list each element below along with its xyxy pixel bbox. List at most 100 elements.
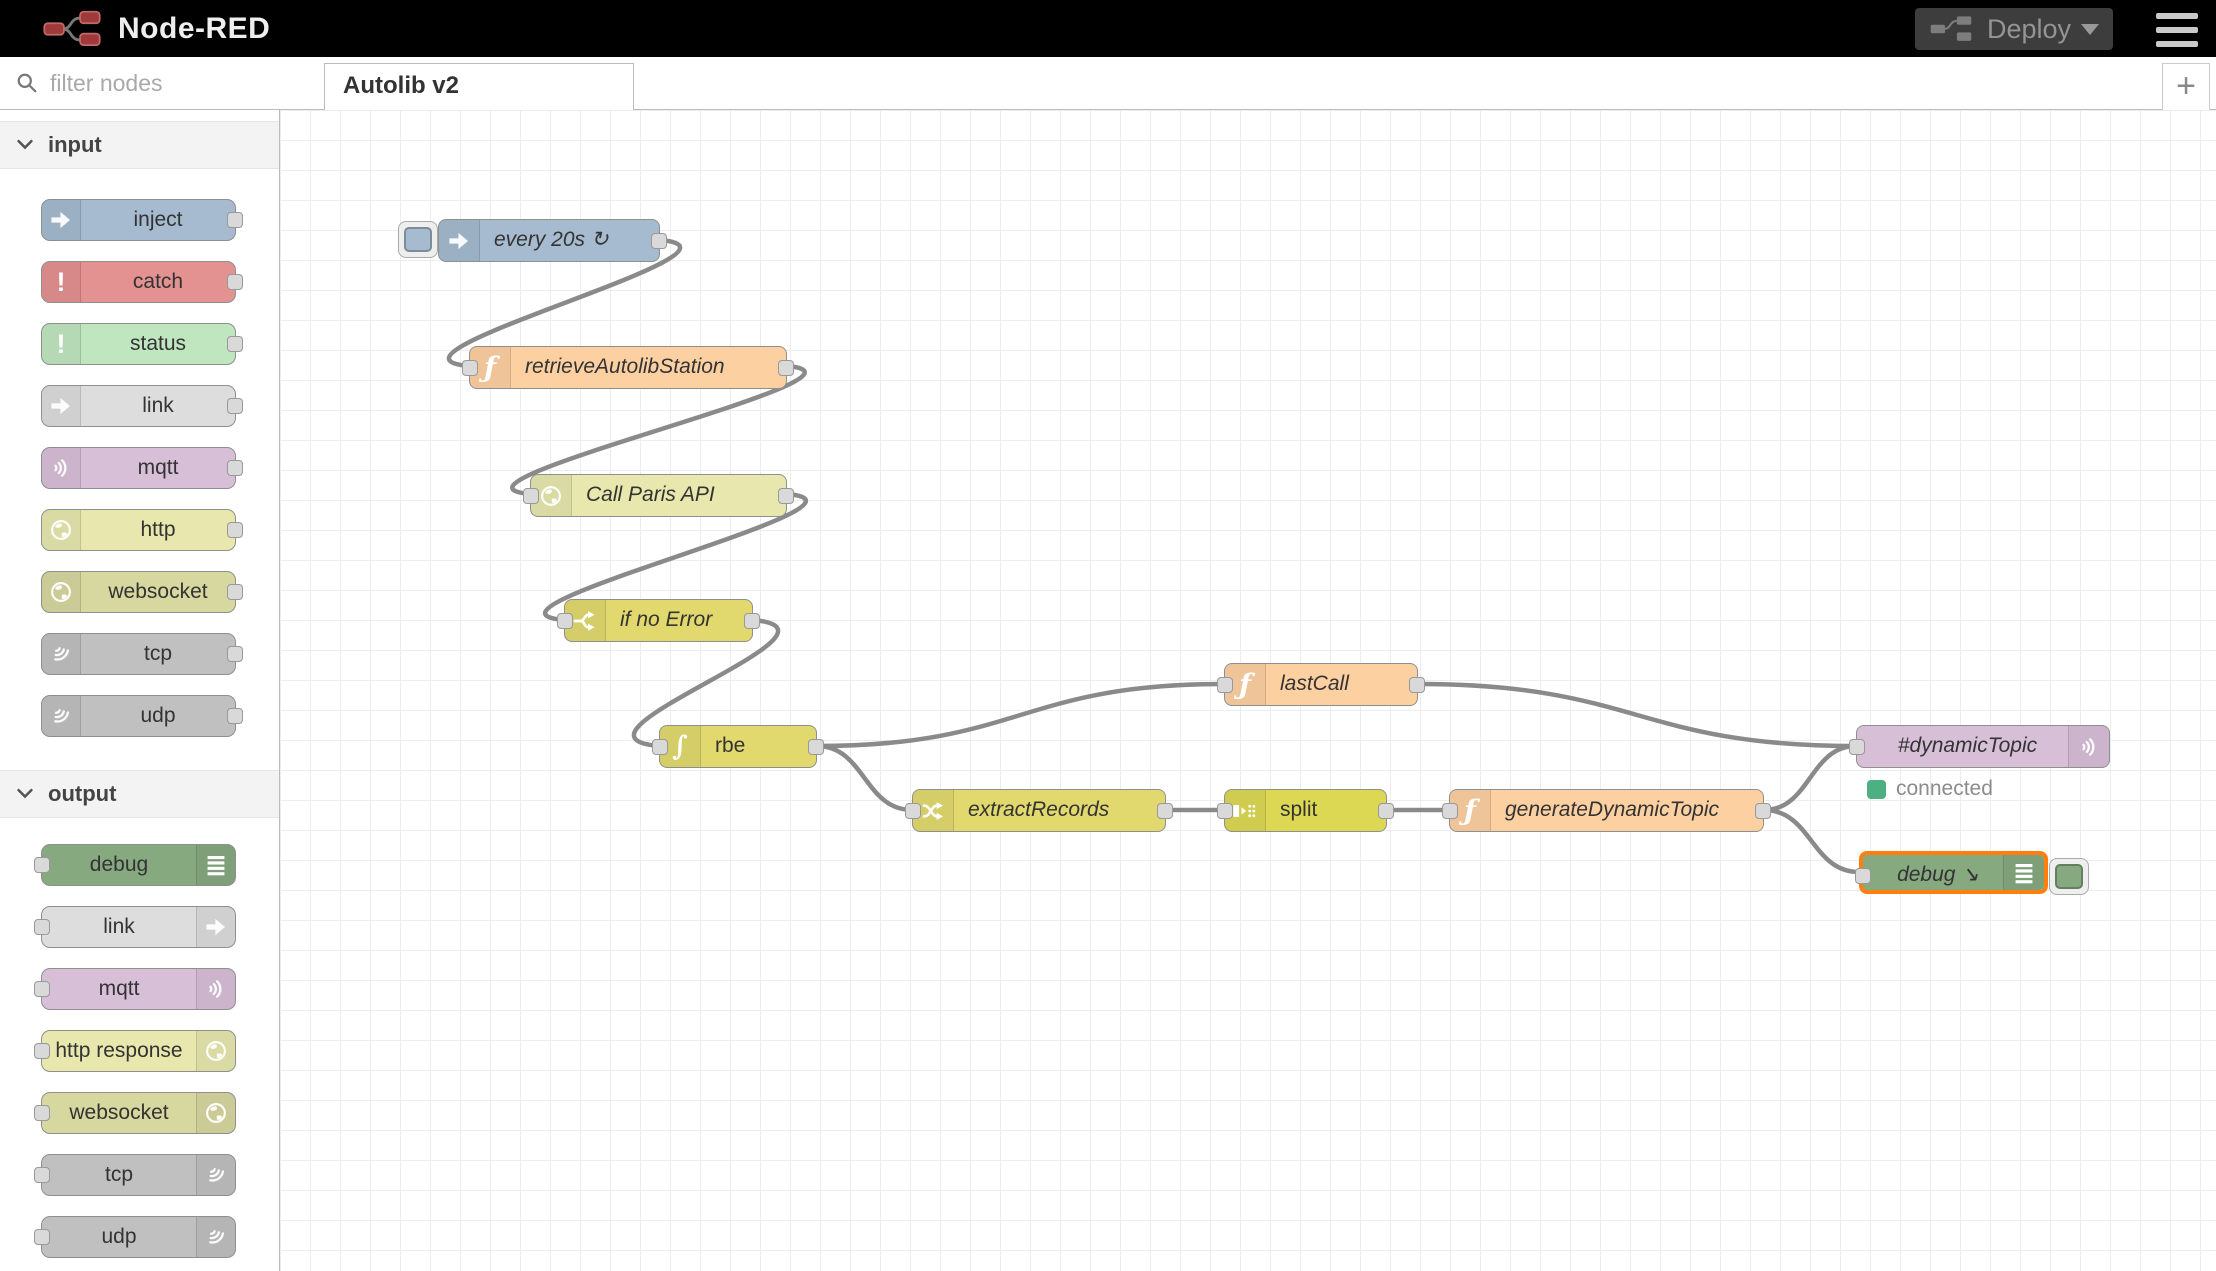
palette-node-label: inject [133, 208, 183, 231]
flow-node-call-paris-api[interactable]: Call Paris API [523, 474, 794, 517]
input-port[interactable] [1849, 739, 1865, 755]
input-port[interactable] [462, 360, 478, 376]
output-port[interactable] [808, 739, 824, 755]
palette-node-port [227, 646, 243, 662]
input-port[interactable] [652, 739, 668, 755]
flow-node-debug[interactable]: debug ↘ [1855, 851, 2089, 895]
palette-node-label: http [140, 518, 176, 541]
input-port[interactable] [557, 613, 573, 629]
palette-node-port [34, 919, 50, 935]
palette-node-tcp[interactable]: tcp [41, 633, 243, 675]
deploy-options-caret-icon[interactable] [2081, 23, 2099, 35]
wire[interactable] [510, 363, 807, 497]
node-red-logo-icon [43, 10, 101, 47]
flow-node-split[interactable]: split [1217, 789, 1394, 832]
category-header-input[interactable]: input [0, 121, 279, 169]
wifi-icon [42, 448, 81, 488]
output-port[interactable] [1157, 803, 1173, 819]
palette-search[interactable] [0, 57, 279, 109]
palette-node-link[interactable]: link [34, 906, 236, 948]
add-tab-button[interactable]: + [2162, 63, 2210, 110]
palette-node-label: udp [101, 1225, 137, 1248]
wire[interactable] [814, 681, 1227, 749]
input-port[interactable] [523, 488, 539, 504]
palette-node-label: udp [140, 704, 176, 727]
palette-node-port [34, 1167, 50, 1183]
palette-node-inject[interactable]: inject [41, 199, 243, 241]
arrow-icon [42, 386, 81, 426]
flow-node-rbe[interactable]: ∫rbe [652, 725, 824, 768]
wire[interactable] [1761, 743, 1859, 813]
output-port[interactable] [778, 360, 794, 376]
palette-node-udp[interactable]: udp [34, 1216, 236, 1258]
deploy-button[interactable]: Deploy [1915, 8, 2113, 50]
search-input[interactable] [48, 68, 272, 98]
palette-node-port [227, 336, 243, 352]
app-header: Node-RED Deploy [0, 0, 2216, 57]
palette-node-udp[interactable]: udp [41, 695, 243, 737]
palette-node-label: status [129, 332, 187, 355]
palette-node-mqtt[interactable]: mqtt [41, 447, 243, 489]
palette-node-port [34, 1229, 50, 1245]
output-port[interactable] [778, 488, 794, 504]
flow-node-label: split [1280, 798, 1318, 821]
palette-node-port [34, 1043, 50, 1059]
output-port[interactable] [651, 233, 667, 249]
palette-node-label: debug [89, 853, 149, 876]
flow-node-extractRecords[interactable]: extractRecords [905, 789, 1173, 832]
palette-node-port [227, 274, 243, 290]
palette-node-http-response[interactable]: http response [34, 1030, 236, 1072]
wire[interactable] [631, 617, 781, 749]
wire[interactable] [814, 743, 915, 813]
arrow-icon [439, 220, 480, 261]
wire[interactable] [1415, 681, 1859, 749]
palette-node-http[interactable]: http [41, 509, 243, 551]
main-menu-button[interactable] [2156, 13, 2198, 47]
node-status: connected [1867, 777, 1993, 801]
palette-node-status[interactable]: ! status [41, 323, 243, 365]
hamburger-bar [2156, 13, 2198, 19]
output-port[interactable] [1378, 803, 1394, 819]
palette-node-link[interactable]: link [41, 385, 243, 427]
output-port[interactable] [1755, 803, 1771, 819]
flow-node-label: generateDynamicTopic [1505, 798, 1720, 821]
top-bar: Autolib v2 + [0, 57, 2216, 110]
wifi-icon [196, 969, 235, 1009]
category-header-output[interactable]: output [0, 770, 279, 818]
debug-toggle-button[interactable] [2049, 858, 2089, 895]
flow-node-label: Call Paris API [586, 483, 715, 506]
palette-node-label: catch [132, 270, 184, 293]
tab-autolib-v2[interactable]: Autolib v2 [324, 63, 634, 110]
category-label: input [48, 132, 102, 157]
flow-node-if-no-error[interactable]: if no Error [557, 599, 760, 642]
wire[interactable] [1761, 807, 1862, 875]
wire[interactable] [542, 491, 809, 623]
palette-node-tcp[interactable]: tcp [34, 1154, 236, 1196]
input-port[interactable] [905, 803, 921, 819]
palette-node-mqtt[interactable]: mqtt [34, 968, 236, 1010]
palette-node-port [227, 708, 243, 724]
palette-node-catch[interactable]: !catch [41, 261, 243, 303]
tab-bar: Autolib v2 + [280, 57, 2216, 110]
wire[interactable] [446, 237, 683, 369]
wire-layer [446, 237, 1862, 875]
input-port[interactable] [1217, 677, 1233, 693]
inject-trigger-button[interactable] [398, 221, 438, 258]
output-port[interactable] [1409, 677, 1425, 693]
palette-node-label: mqtt [98, 977, 140, 1000]
input-port[interactable] [1855, 868, 1871, 884]
hamburger-bar [2156, 41, 2198, 47]
palette-node-websocket[interactable]: websocket [41, 571, 243, 613]
flow-node-every-20s[interactable]: every 20s ↻ [398, 219, 667, 262]
exclamation-icon: ! [42, 324, 81, 364]
input-port[interactable] [1442, 803, 1458, 819]
input-port[interactable] [1217, 803, 1233, 819]
palette-node-debug[interactable]: debug [34, 844, 236, 886]
output-port[interactable] [744, 613, 760, 629]
palette-node-websocket[interactable]: websocket [34, 1092, 236, 1134]
